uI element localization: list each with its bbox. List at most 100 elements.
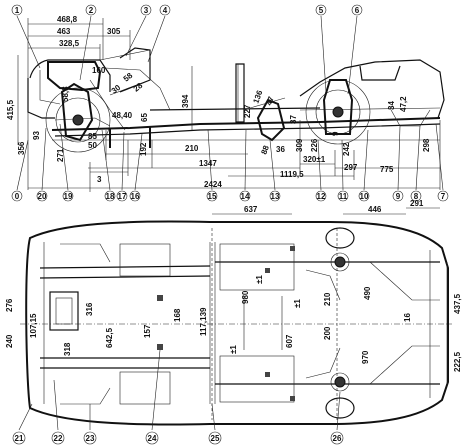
- dim-47-2: 47,2: [399, 96, 408, 112]
- plan-bottom-callouts: 21 22 23 24 25 26: [12, 431, 344, 445]
- dim-168: 168: [173, 308, 182, 322]
- dim-297: 297: [344, 163, 358, 172]
- dim-1119-5: 1119,5: [280, 170, 304, 179]
- side-leader-lines: [16, 15, 444, 191]
- callout-12: 12: [315, 190, 327, 202]
- dim-240: 240: [5, 334, 14, 348]
- dim-437-5: 437,5: [453, 293, 462, 314]
- plan-rear-wells: [325, 227, 355, 419]
- callout-6: 6: [351, 4, 363, 16]
- callout-22: 22: [51, 431, 65, 445]
- svg-text:25: 25: [211, 434, 220, 443]
- dim-30: 30: [110, 83, 123, 96]
- dim-2424: 2424: [204, 180, 222, 189]
- svg-text:24: 24: [148, 434, 157, 443]
- plan-view: 637 446 291: [5, 199, 462, 445]
- dim-415-5: 415,5: [6, 99, 15, 120]
- svg-text:10: 10: [360, 192, 369, 201]
- dim-37: 37: [289, 115, 298, 124]
- svg-text:15: 15: [208, 192, 217, 201]
- plan-rails: [39, 242, 440, 404]
- svg-text:26: 26: [333, 434, 342, 443]
- rear-bracket: [249, 97, 286, 142]
- dim-58-8: 58,8: [61, 86, 70, 102]
- dim-226: 226: [310, 138, 319, 152]
- dim-16: 16: [403, 313, 412, 322]
- callout-15: 15: [206, 190, 218, 202]
- svg-text:9: 9: [396, 192, 401, 201]
- dim-48-40: 48,40: [112, 111, 133, 120]
- dim-pm1-b: ±1: [293, 299, 302, 308]
- callout-21: 21: [12, 431, 26, 445]
- dim-85: 85: [88, 132, 97, 141]
- dim-490: 490: [363, 286, 372, 300]
- svg-text:1: 1: [15, 6, 20, 15]
- dim-328-5: 328,5: [59, 39, 80, 48]
- dim-305: 305: [107, 27, 121, 36]
- dim-107-15: 107,15: [29, 313, 38, 338]
- svg-text:12: 12: [317, 192, 326, 201]
- dim-642-5: 642,5: [105, 327, 114, 348]
- dim-1347: 1347: [199, 159, 217, 168]
- plan-front-compartments: [49, 243, 171, 405]
- dim-pm1-a: ±1: [255, 275, 264, 284]
- svg-text:21: 21: [15, 434, 24, 443]
- dim-200: 200: [323, 326, 332, 340]
- svg-text:19: 19: [64, 192, 73, 201]
- callout-4: 4: [159, 4, 171, 16]
- side-bottom-callouts: 0 20 19 18 17 16 15 14 13 12 11 10 9 8 7: [11, 190, 449, 202]
- svg-text:8: 8: [414, 192, 419, 201]
- svg-text:17: 17: [118, 192, 127, 201]
- callout-25: 25: [208, 431, 222, 445]
- dim-980: 980: [241, 290, 250, 304]
- callout-23: 23: [83, 431, 97, 445]
- callout-26: 26: [330, 431, 344, 445]
- svg-text:6: 6: [355, 6, 360, 15]
- svg-text:23: 23: [86, 434, 95, 443]
- dim-157: 157: [143, 324, 152, 338]
- dim-192: 192: [139, 142, 148, 156]
- callout-19: 19: [62, 190, 74, 202]
- dim-36: 36: [276, 145, 285, 154]
- svg-text:14: 14: [241, 192, 250, 201]
- dim-775: 775: [380, 165, 394, 174]
- plan-outline: [25, 220, 449, 426]
- dim-117-139: 117,139: [199, 307, 208, 336]
- dim-210-plan: 210: [323, 292, 332, 306]
- dim-637: 637: [244, 205, 258, 214]
- dim-394: 394: [181, 94, 190, 108]
- rear-body-outline: [299, 59, 445, 127]
- callout-14: 14: [239, 190, 251, 202]
- dim-318: 318: [63, 342, 72, 356]
- callout-9: 9: [392, 190, 404, 202]
- dim-58: 58: [122, 71, 135, 84]
- front-body-outline: [27, 47, 171, 131]
- side-view: 468,8 463 305 328,5 415,5 356 93 271: [6, 4, 449, 202]
- svg-text:22: 22: [54, 434, 63, 443]
- center-post: [235, 63, 245, 123]
- dim-276: 276: [5, 298, 14, 312]
- dim-271: 271: [56, 148, 65, 162]
- dim-34: 34: [387, 101, 396, 110]
- bottom-dimension-lines: [28, 120, 441, 192]
- dim-160: 160: [92, 66, 106, 75]
- dim-607: 607: [285, 334, 294, 348]
- dim-316: 316: [85, 302, 94, 316]
- svg-text:2: 2: [89, 6, 94, 15]
- callout-18: 18: [104, 190, 116, 202]
- dim-446: 446: [368, 205, 382, 214]
- dim-291: 291: [410, 199, 424, 208]
- callout-8: 8: [410, 190, 422, 202]
- top-callouts: 1 2 3 4 5 6: [11, 4, 363, 16]
- callout-13: 13: [269, 190, 281, 202]
- dim-970: 970: [361, 350, 370, 364]
- callout-10: 10: [358, 190, 370, 202]
- svg-text:3: 3: [144, 6, 149, 15]
- callout-0: 0: [11, 190, 23, 202]
- callout-5: 5: [315, 4, 327, 16]
- dim-50: 50: [88, 141, 97, 150]
- dim-47: 47: [264, 95, 276, 107]
- dim-65: 65: [140, 113, 149, 122]
- callout-16: 16: [129, 190, 141, 202]
- dim-9: 9: [331, 131, 340, 136]
